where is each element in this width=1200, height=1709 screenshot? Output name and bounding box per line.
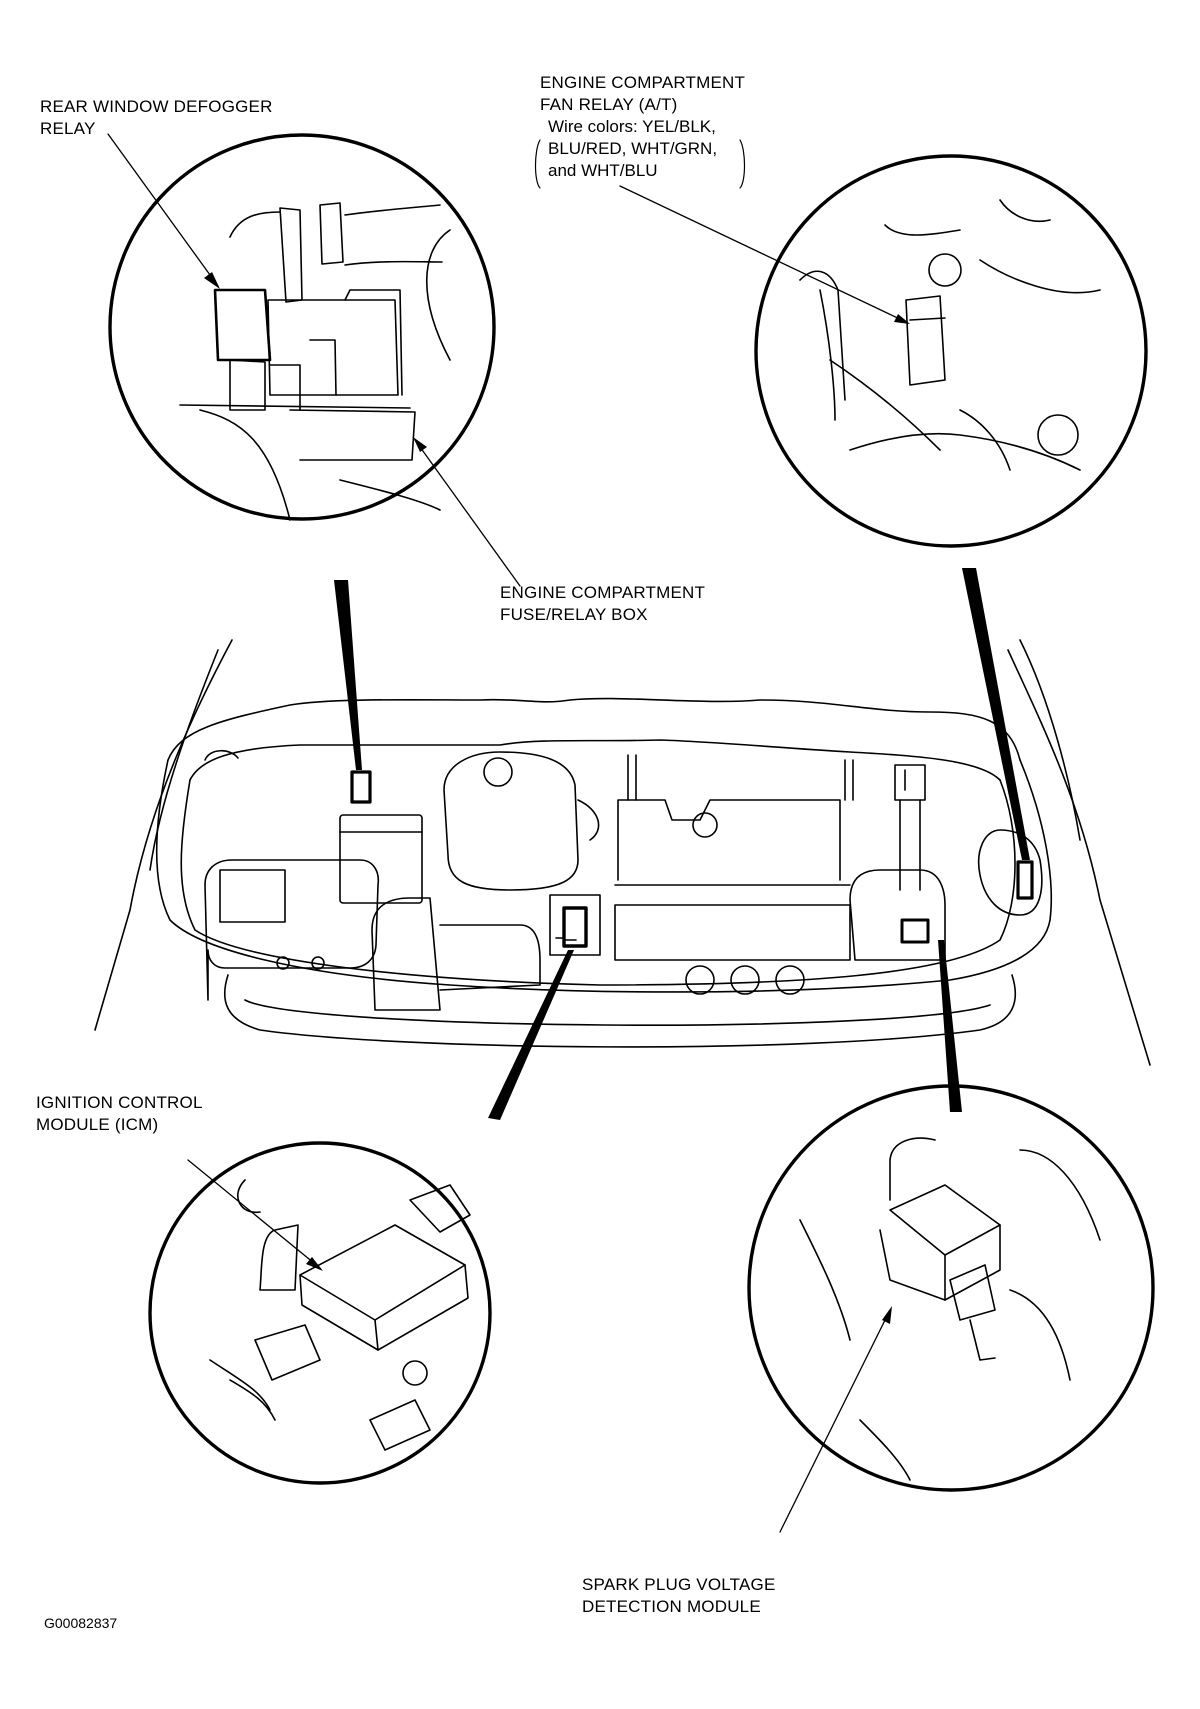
label-line: ENGINE COMPARTMENT: [500, 583, 706, 602]
note-bracket-right: [740, 140, 745, 188]
label-fuse-relay-box: ENGINE COMPARTMENT FUSE/RELAY BOX: [500, 582, 705, 626]
detail-spark-plug-module: [749, 1086, 1153, 1490]
label-line: IGNITION CONTROL: [36, 1093, 203, 1112]
note-bracket-left: [536, 140, 541, 188]
label-line: SPARK PLUG VOLTAGE: [582, 1575, 776, 1594]
label-line: MODULE (ICM): [36, 1115, 159, 1134]
note-line: Wire colors: YEL/BLK,: [548, 117, 716, 136]
label-line: ENGINE COMPARTMENT: [540, 73, 746, 92]
detail-fan-relay: [756, 156, 1146, 546]
label-line: FUSE/RELAY BOX: [500, 605, 648, 624]
fan-relay-wire-colors-note: Wire colors: YEL/BLK, BLU/RED, WHT/GRN, …: [540, 116, 717, 182]
arrowheads: [204, 272, 910, 1324]
label-rear-window-defogger-relay: REAR WINDOW DEFOGGER RELAY: [40, 96, 273, 140]
label-line: RELAY: [40, 119, 96, 138]
leader-lines: [108, 134, 906, 1532]
note-line: and WHT/BLU: [548, 161, 658, 180]
label-ignition-control-module: IGNITION CONTROL MODULE (ICM): [36, 1092, 203, 1136]
detail-icm: [150, 1143, 490, 1483]
label-fan-relay: ENGINE COMPARTMENT FAN RELAY (A/T): [540, 72, 745, 116]
engine-bay-overview: [95, 640, 1150, 1065]
label-line: DETECTION MODULE: [582, 1597, 761, 1616]
label-line: FAN RELAY (A/T): [540, 95, 678, 114]
detail-fuse-relay-box: [110, 135, 494, 520]
note-line: BLU/RED, WHT/GRN,: [548, 139, 718, 158]
leader-wedges: [334, 568, 1030, 1120]
label-spark-plug-voltage-module: SPARK PLUG VOLTAGE DETECTION MODULE: [582, 1574, 776, 1618]
figure-id: G00082837: [44, 1615, 118, 1631]
label-line: REAR WINDOW DEFOGGER: [40, 97, 273, 116]
